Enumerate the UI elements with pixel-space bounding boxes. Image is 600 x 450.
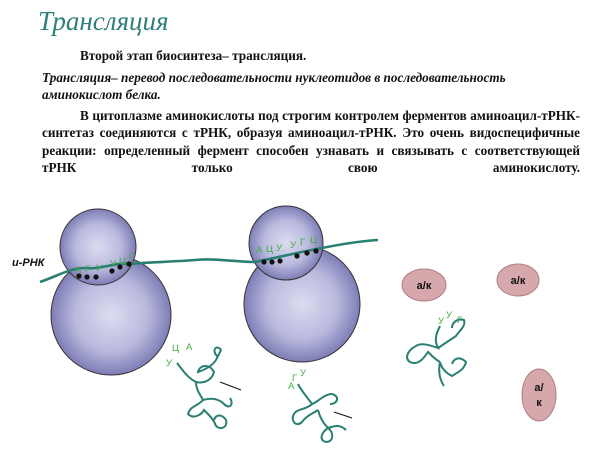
anticodon-letter: Г — [292, 373, 297, 384]
trna-2-anticodon: А Г У — [288, 368, 307, 392]
ribosome-2-codon-letters: А Ц У У Г Ц — [256, 235, 317, 256]
amino-acid-3: а/ к — [521, 368, 557, 422]
nucleotide-dot — [84, 274, 90, 280]
trna-1-acceptor-stem — [219, 381, 242, 391]
mrna-label: и-РНК — [12, 257, 46, 269]
anticodon-letter: У — [446, 310, 453, 321]
anticodon-letter: У — [300, 368, 307, 379]
amino-acid-label-bottom: к — [536, 397, 542, 409]
codon-letter: Ц — [310, 235, 317, 246]
amino-acid-2: а/к — [496, 263, 540, 297]
ribosome-1-codon-letters: А Г У У Ц Г — [75, 252, 134, 276]
anticodon-letter: А — [186, 342, 193, 353]
anticodon-letter: У — [166, 358, 173, 369]
nucleotide-dot — [109, 268, 115, 274]
nucleotide-dot — [76, 273, 82, 279]
trna-2-acceptor-stem — [333, 411, 353, 419]
nucleotide-dot — [93, 274, 99, 280]
ribosome-2 — [243, 205, 361, 363]
amino-acid-label-top: а/ — [534, 382, 543, 394]
codon-letter: Ц — [119, 256, 126, 267]
ribosome-2-small-subunit — [248, 205, 324, 281]
codon-letter: А — [256, 245, 263, 256]
amino-acid-1: а/к — [401, 268, 447, 302]
amino-acid-label: а/к — [511, 275, 526, 287]
codon-letter: У — [276, 243, 283, 254]
ribosome-1-small-subunit — [59, 208, 137, 286]
anticodon-letter: Г — [457, 315, 462, 326]
codon-letter: А — [75, 265, 82, 276]
ribosome-2-nucleotide-dots — [261, 248, 319, 265]
ribosome-1-nucleotide-dots — [76, 261, 132, 280]
nucleotide-dot — [269, 259, 275, 265]
codon-letter: У — [110, 259, 117, 270]
nucleotide-dot — [261, 259, 267, 265]
intro-paragraph: Второй этап биосинтеза– трансляция. — [80, 48, 307, 63]
page-title: Трансляция — [38, 6, 169, 36]
codon-letter: У — [290, 240, 297, 251]
codon-letter: Г — [300, 237, 305, 248]
nucleotide-dot — [313, 248, 319, 254]
definition-paragraph: Трансляция– перевод последовательности н… — [42, 70, 506, 103]
body-paragraph: В цитоплазме аминокислоты под строгим ко… — [42, 108, 580, 176]
trna-3 — [406, 318, 468, 387]
trna-2 — [291, 383, 347, 444]
anticodon-letter: У — [438, 316, 445, 327]
nucleotide-dot — [294, 253, 300, 259]
ribosome-1 — [50, 208, 172, 376]
codon-letter: У — [96, 263, 103, 274]
trna-1 — [176, 346, 233, 429]
trna-3-anticodon: У У Г — [438, 310, 462, 327]
trna-1-anticodon: У Ц А — [166, 342, 193, 369]
anticodon-letter: Ц — [172, 343, 179, 354]
nucleotide-dot — [126, 261, 132, 267]
anticodon-letter: А — [288, 381, 295, 392]
amino-acid-label: а/к — [417, 280, 432, 292]
nucleotide-dot — [277, 258, 283, 264]
nucleotide-dot — [117, 264, 123, 270]
nucleotide-dot — [304, 250, 310, 256]
codon-letter: Г — [85, 264, 90, 275]
codon-letter: Г — [129, 252, 134, 263]
mrna-strand — [39, 238, 379, 284]
codon-letter: Ц — [266, 244, 273, 255]
